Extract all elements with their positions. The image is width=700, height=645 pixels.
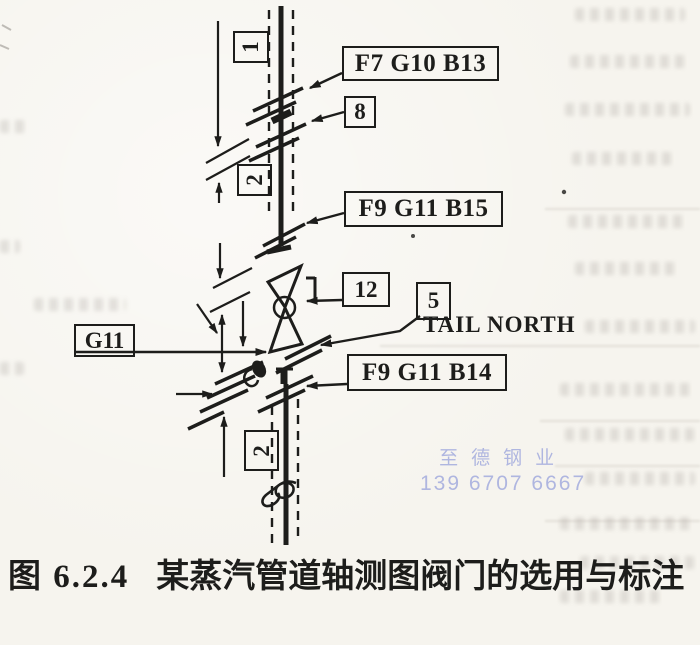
callout-box-f9-g11-b14: F9 G11 B14 xyxy=(347,354,507,391)
watermark-phone: 139 6707 6667 xyxy=(420,472,587,495)
callout-box-f9-g11-b15: F9 G11 B15 xyxy=(344,191,503,227)
figure-number: 图 6.2.4 xyxy=(8,559,130,595)
scan-specks xyxy=(0,24,567,238)
callout-2-lower-label: 2 xyxy=(248,444,274,457)
callout-box-2-lower: 2 xyxy=(244,430,279,471)
valve-symbol xyxy=(265,262,317,355)
callout-2-upper-label: 2 xyxy=(241,174,267,186)
callout-leaders xyxy=(76,71,421,390)
figure-title: 某蒸汽管道轴测图阀门的选用与标注 xyxy=(156,559,685,595)
callout-8-label: 8 xyxy=(354,99,366,124)
callout-5-label: 5 xyxy=(427,288,440,313)
branch-pipe xyxy=(187,360,267,431)
g11-label: G11 xyxy=(84,327,125,353)
spec-mid-label: F9 G11 B15 xyxy=(358,195,489,222)
flange-symbols xyxy=(245,86,332,414)
watermark: 至德钢业 139 6707 6667 xyxy=(420,443,586,496)
callout-12-label: 12 xyxy=(354,276,378,302)
callout-box-8: 8 xyxy=(344,96,376,128)
weld-dot xyxy=(251,360,267,378)
callout-box-f7-g10-b13: F7 G10 B13 xyxy=(342,46,499,81)
callout-box-12: 12 xyxy=(342,272,390,307)
spec-top-label: F7 G10 B13 xyxy=(354,49,487,77)
callout-box-1: 1 xyxy=(233,31,269,63)
callout-box-g11: G11 xyxy=(74,324,135,357)
dimension-marks xyxy=(176,21,253,477)
tail-north-note: TAIL NORTH xyxy=(423,312,576,337)
spec-lower-label: F9 G11 B14 xyxy=(361,358,492,386)
watermark-company: 至德钢业 xyxy=(439,448,568,469)
figure-caption: 图 6.2.4 某蒸汽管道轴测图阀门的选用与标注 xyxy=(8,549,684,597)
main-pipe xyxy=(267,6,300,545)
hand-loop-mark xyxy=(261,480,297,508)
callout-box-2-upper: 2 xyxy=(237,164,272,196)
callout-box-5: 5 xyxy=(416,282,451,320)
callout-1-label: 1 xyxy=(238,41,263,53)
